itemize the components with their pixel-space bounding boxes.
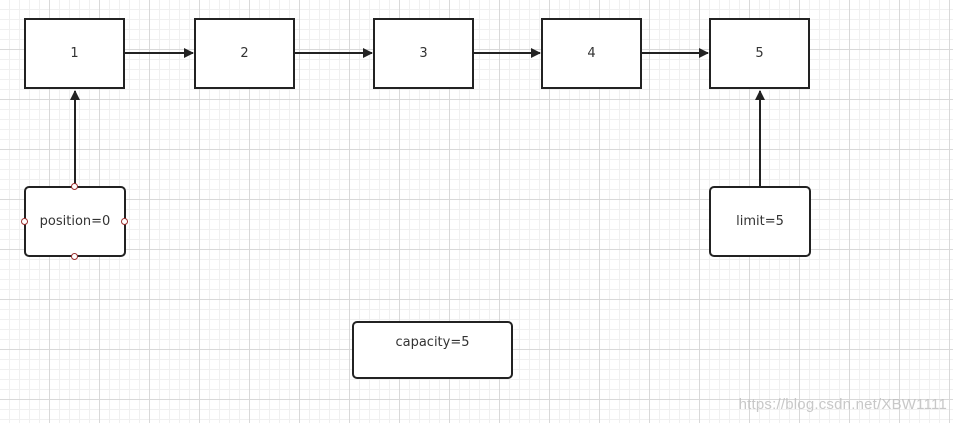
buffer-node-3[interactable]: 3 — [373, 18, 474, 89]
capacity-label: capacity=5 — [395, 335, 470, 350]
node-label: 1 — [70, 46, 79, 61]
limit-box[interactable]: limit=5 — [709, 186, 811, 257]
buffer-node-1[interactable]: 1 — [24, 18, 125, 89]
selection-handle-top[interactable] — [71, 183, 78, 190]
limit-label: limit=5 — [736, 214, 784, 229]
node-label: 5 — [755, 46, 764, 61]
position-label: position=0 — [39, 214, 111, 229]
buffer-node-4[interactable]: 4 — [541, 18, 642, 89]
buffer-node-2[interactable]: 2 — [194, 18, 295, 89]
node-label: 4 — [587, 46, 596, 61]
position-box[interactable]: position=0 — [24, 186, 126, 257]
capacity-box[interactable]: capacity=5 — [352, 321, 513, 379]
selection-handle-left[interactable] — [21, 218, 28, 225]
watermark: https://blog.csdn.net/XBW1111 — [738, 396, 947, 413]
buffer-node-5[interactable]: 5 — [709, 18, 810, 89]
node-label: 3 — [419, 46, 428, 61]
selection-handle-right[interactable] — [121, 218, 128, 225]
selection-handle-bottom[interactable] — [71, 253, 78, 260]
node-label: 2 — [240, 46, 249, 61]
